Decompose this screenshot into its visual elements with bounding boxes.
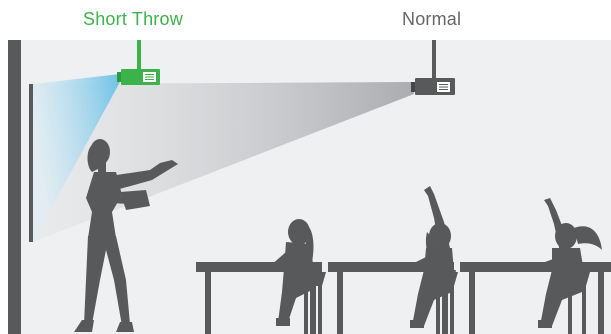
short-throw-mount bbox=[137, 40, 141, 70]
normal-mount bbox=[432, 40, 436, 78]
normal-projector-icon bbox=[411, 78, 455, 95]
projection-screen bbox=[29, 84, 33, 242]
wall bbox=[8, 40, 21, 334]
short-throw-projector-icon bbox=[117, 69, 160, 85]
